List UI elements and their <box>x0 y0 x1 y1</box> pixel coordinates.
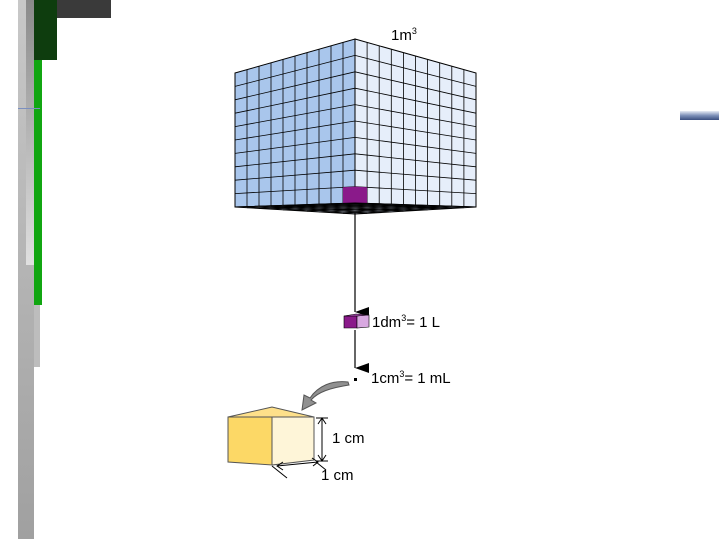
decor-bar-gray-short <box>34 305 40 367</box>
dm3-cube-front <box>343 315 358 329</box>
big-cube-highlight-cell <box>343 186 368 204</box>
decor-bar-gray-inner <box>26 0 34 265</box>
dm3-cube <box>343 313 370 329</box>
decor-bar-green-dark <box>33 0 57 60</box>
grid-line <box>234 120 356 141</box>
grid-line <box>234 137 356 154</box>
decor-tick-line <box>18 108 40 109</box>
cm-cube-top <box>227 406 315 418</box>
grid-line <box>354 186 477 194</box>
label-dim-width: 1 cm <box>321 467 354 484</box>
grid-line <box>342 203 464 209</box>
dm3-cube-side <box>356 314 370 329</box>
label-dm3: 1dm3= 1 L <box>372 313 440 331</box>
label-cm3: 1cm3= 1 mL <box>371 369 451 387</box>
grid-line <box>342 206 464 214</box>
big-cube-grid <box>234 42 477 207</box>
decor-bar-green <box>33 60 42 305</box>
decor-bar-right <box>680 111 719 120</box>
grid-line <box>234 186 356 194</box>
grid-line <box>354 137 477 154</box>
cm-cube <box>227 406 315 466</box>
dm3-cube-top <box>343 313 370 317</box>
cm3-dot <box>354 378 357 381</box>
curved-pointer-arrow <box>301 381 350 411</box>
big-cube-bottom-grid <box>246 203 464 214</box>
cm-cube-front <box>227 416 273 466</box>
grid-line <box>354 153 477 168</box>
big-cube <box>234 38 477 215</box>
label-dim-height: 1 cm <box>332 430 365 447</box>
cm-cube-side <box>271 416 315 466</box>
dim-width-marker <box>271 457 327 479</box>
label-m3: 1m3 <box>391 26 417 44</box>
dim-height-marker <box>316 417 328 462</box>
grid-line <box>234 169 356 181</box>
grid-line <box>330 205 452 213</box>
grid-line <box>234 153 356 168</box>
grid-line <box>354 169 477 181</box>
grid-line <box>354 120 477 141</box>
